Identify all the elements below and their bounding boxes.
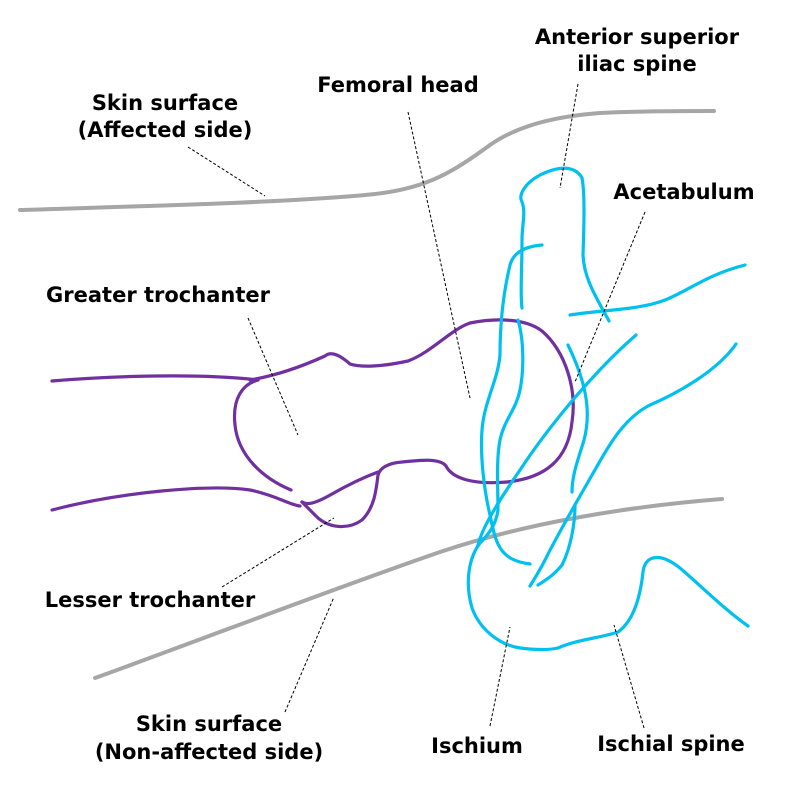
skin-nonaffected-leader-line	[284, 596, 335, 713]
lesser-trochanter-leader-line	[221, 517, 335, 588]
anterior-column-line	[536, 503, 577, 587]
ischium-outline	[466, 541, 560, 652]
ischial-spine-leader-line	[613, 624, 645, 729]
greater-trochanter-label: Greater trochanter	[46, 283, 271, 307]
iliac-wing-outline	[519, 166, 611, 323]
skin-affected-label-line1: Skin surface	[92, 91, 238, 115]
skin-surface-affected-line	[18, 109, 716, 212]
lesser-trochanter-outline	[300, 470, 380, 506]
ischial-spine-label: Ischial spine	[597, 732, 745, 756]
iliac-anterior-rim	[479, 243, 544, 566]
acetabulum-label: Acetabulum	[613, 180, 754, 204]
skin-affected-label-line2: (Affected side)	[78, 118, 253, 142]
femoral-neck-upper-outline	[248, 321, 472, 382]
iliac-crest-line	[568, 263, 747, 317]
femoral-head-leader-line	[407, 111, 471, 399]
pubic-anterior-line	[476, 333, 638, 547]
ischial-spine-outline	[556, 556, 750, 650]
asis-label-line2: iliac spine	[577, 52, 696, 76]
skin-nonaffected-label-line2: (Non-affected side)	[95, 740, 323, 764]
acetabulum-leader-line	[574, 211, 646, 383]
femoral-head-label: Femoral head	[317, 73, 478, 97]
lesser-trochanter-label: Lesser trochanter	[45, 588, 256, 612]
greater-trochanter-outline	[232, 378, 293, 492]
greater-trochanter-leader-line	[247, 317, 299, 436]
skin-surface-nonaffected-line	[93, 497, 724, 680]
ischium-leader-line	[489, 626, 511, 727]
asis-label-line1: Anterior superior	[535, 25, 740, 49]
skin-nonaffected-label-line1: Skin surface	[136, 712, 282, 736]
femur-shaft-upper-outline	[50, 374, 260, 383]
iliac-inner-line	[478, 318, 525, 545]
skin-affected-leader-line	[187, 146, 266, 197]
femoral-head-outline	[300, 318, 575, 529]
ischium-label: Ischium	[431, 734, 523, 758]
asis-leader-line	[559, 83, 579, 189]
femur-shaft-lower-outline	[50, 486, 302, 512]
posterior-column-line	[528, 342, 738, 588]
